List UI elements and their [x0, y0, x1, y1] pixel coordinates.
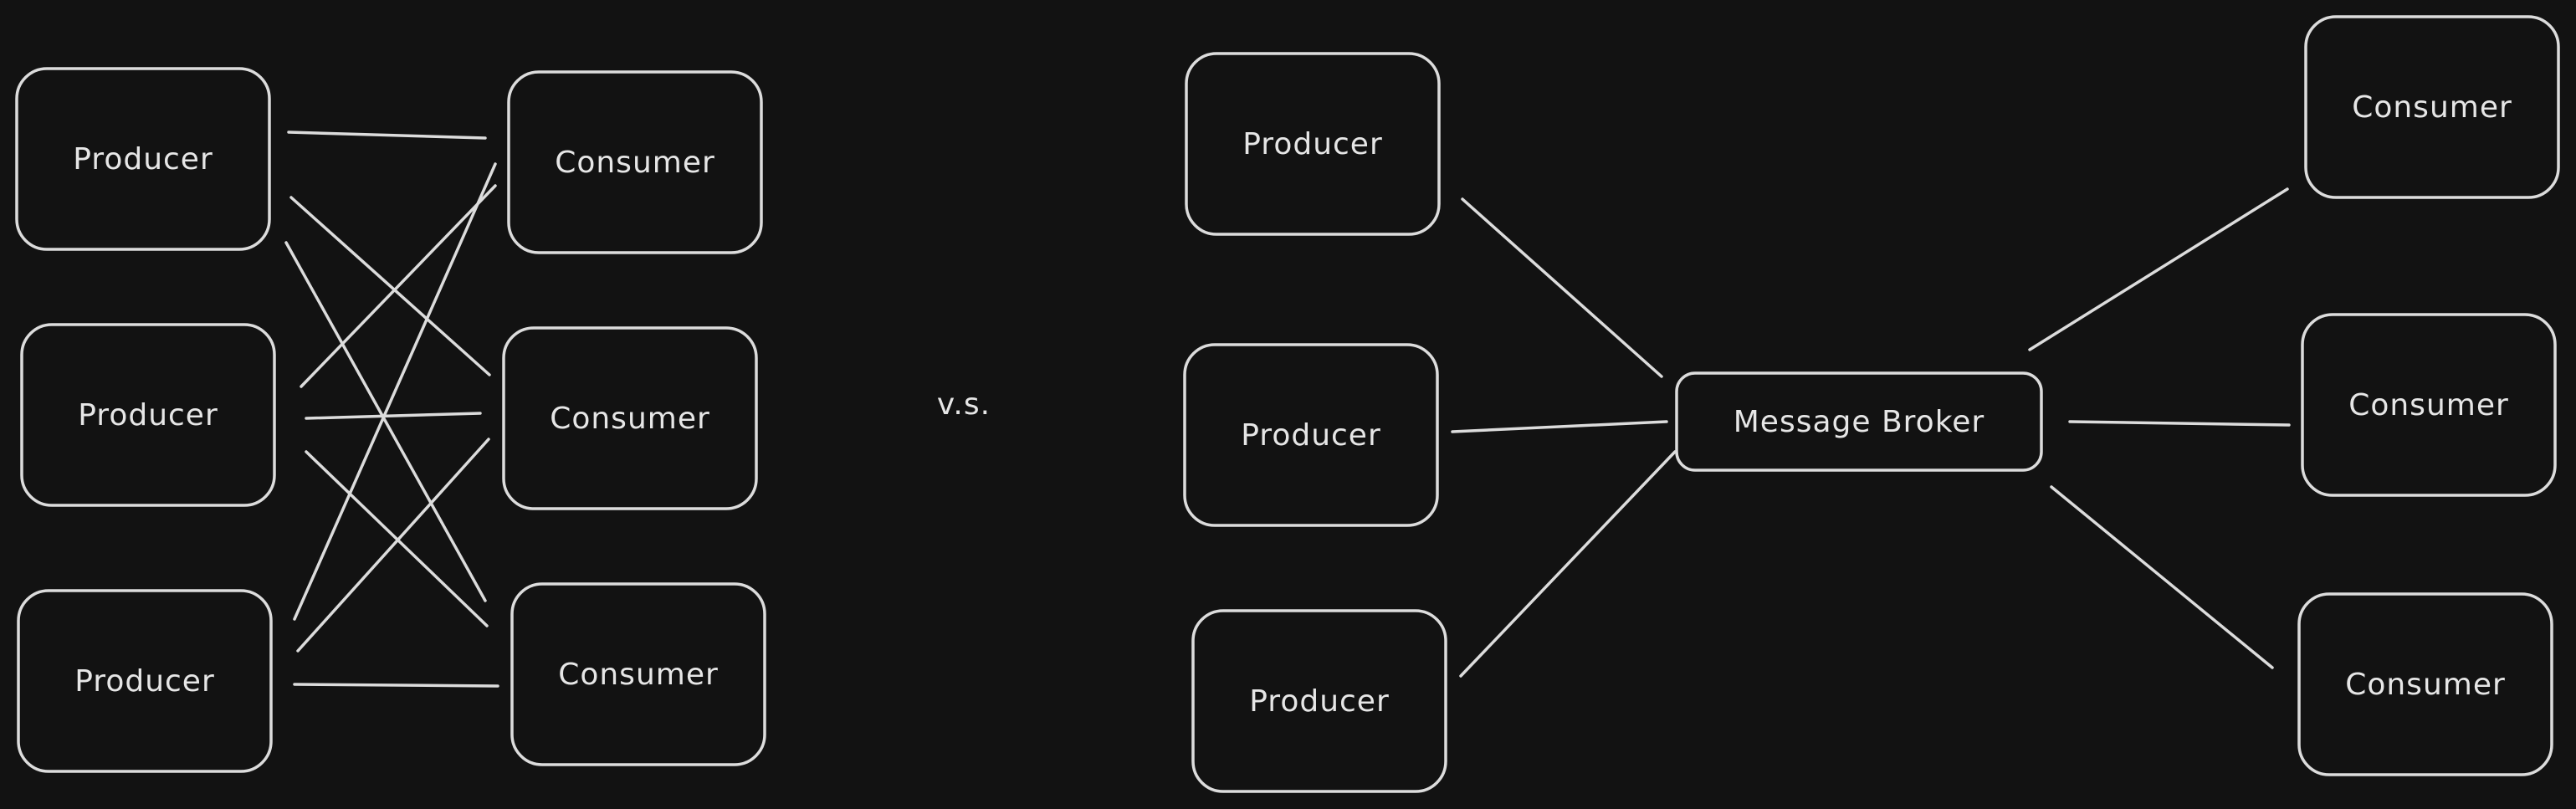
versus-label: v.s. [937, 387, 991, 422]
edge-right-p1-broker [1461, 197, 1663, 378]
left-producer-3: Producer [17, 589, 273, 773]
edge-right-broker-c1 [2028, 187, 2289, 351]
message-broker-label: Message Broker [1734, 405, 1984, 439]
right-producer-2: Producer [1183, 343, 1439, 527]
right-consumer-1: Consumer [2304, 15, 2560, 199]
left-consumer-1: Consumer [507, 70, 763, 254]
message-broker: Message Broker [1675, 371, 2043, 472]
edge-left-p2-c2 [305, 412, 482, 420]
left-producer-1: Producer [15, 67, 271, 251]
left-consumer-1-label: Consumer [555, 146, 715, 180]
left-consumer-2: Consumer [502, 326, 758, 510]
edge-right-p3-broker [1459, 450, 1677, 678]
edge-left-p1-c2 [289, 196, 491, 376]
right-consumer-3: Consumer [2297, 592, 2553, 776]
right-consumer-2-label: Consumer [2348, 388, 2509, 422]
edge-left-p1-c1 [287, 131, 487, 140]
left-consumer-2-label: Consumer [550, 402, 710, 436]
edge-left-p1-c3 [284, 241, 487, 602]
right-producer-3-label: Producer [1249, 684, 1390, 719]
edge-left-p2-c3 [305, 450, 489, 627]
left-producer-3-label: Producer [74, 664, 215, 699]
edge-left-p3-c3 [293, 683, 499, 688]
edge-left-p3-c1 [293, 162, 497, 621]
left-producer-1-label: Producer [73, 142, 213, 177]
edge-right-broker-c2 [2068, 420, 2291, 427]
edge-left-p2-c1 [300, 184, 497, 388]
edge-right-broker-c3 [2050, 485, 2274, 669]
right-consumer-1-label: Consumer [2352, 90, 2512, 125]
right-producer-1: Producer [1185, 52, 1441, 236]
edge-left-p3-c2 [296, 438, 490, 653]
edge-right-p2-broker [1451, 420, 1668, 433]
left-consumer-3: Consumer [510, 582, 766, 766]
right-producer-3: Producer [1191, 609, 1447, 793]
right-consumer-3-label: Consumer [2345, 668, 2506, 702]
right-consumer-2: Consumer [2301, 313, 2557, 497]
right-producer-2-label: Producer [1241, 418, 1381, 453]
left-producer-2-label: Producer [78, 398, 218, 433]
left-consumer-3-label: Consumer [558, 658, 719, 692]
right-producer-1-label: Producer [1242, 127, 1383, 161]
left-producer-2: Producer [20, 323, 276, 507]
